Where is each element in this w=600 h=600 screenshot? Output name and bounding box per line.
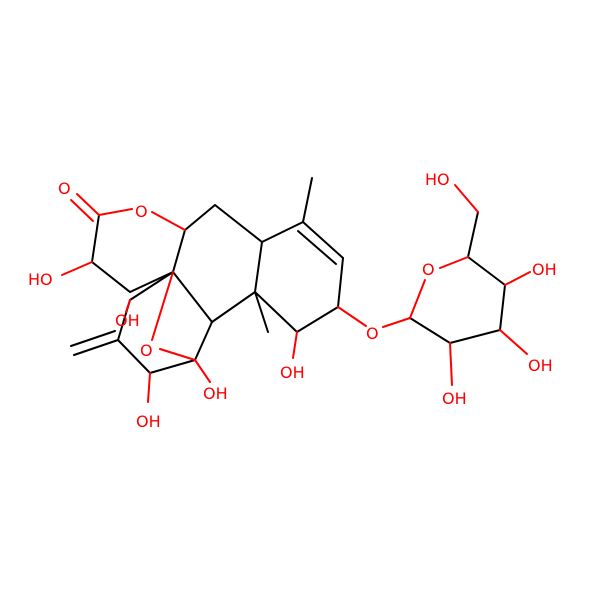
bond xyxy=(129,271,174,293)
atom-label-sugar-oh-c3: OH xyxy=(528,356,553,375)
bond xyxy=(91,261,131,293)
bond xyxy=(449,329,501,344)
bond xyxy=(70,199,94,222)
bond xyxy=(297,230,337,265)
bond xyxy=(151,211,186,231)
atom-label-sugar-oh-c2: OH xyxy=(442,389,467,408)
bond-layer xyxy=(70,177,344,374)
bond xyxy=(409,279,426,319)
heterobond-layer xyxy=(61,193,411,403)
atom-label-lactone-o: O xyxy=(135,202,148,221)
atom-label-ho-left: HO xyxy=(28,270,53,289)
atom-label-carbonyl-o: O xyxy=(58,179,71,198)
bond xyxy=(61,261,93,276)
bond xyxy=(151,271,174,341)
atom-label-oh-bottom-mid: OH xyxy=(203,384,228,403)
atom-label-sugar-ho-ch2: HO xyxy=(425,170,450,189)
bond xyxy=(76,193,100,216)
atom-label-sugar-oh-c4: OH xyxy=(532,260,557,279)
atom-label-sugar-ring-o: O xyxy=(422,260,435,279)
bond xyxy=(184,204,216,231)
bond xyxy=(409,317,451,344)
bond xyxy=(254,291,269,333)
bond xyxy=(261,221,304,243)
atom-label-glycosidic-o: O xyxy=(366,324,379,343)
bond xyxy=(292,331,298,359)
bond xyxy=(499,329,528,355)
bond xyxy=(147,372,151,403)
bond xyxy=(73,339,119,356)
bond xyxy=(382,317,411,328)
bond xyxy=(337,257,344,308)
bond xyxy=(504,271,531,286)
bond xyxy=(159,348,196,361)
bond xyxy=(194,359,211,383)
bond xyxy=(194,321,213,361)
bond xyxy=(302,221,344,259)
bond xyxy=(296,306,339,333)
bond xyxy=(214,204,263,243)
atom-label-oh-ring-c: OH xyxy=(280,363,305,382)
atom-label-ether-o: O xyxy=(140,341,153,360)
atom-labels: O O HO OH O OH OH OH O O HO OH OH OH xyxy=(28,170,557,431)
bond xyxy=(98,208,133,216)
bond xyxy=(337,306,367,327)
bond xyxy=(449,342,453,386)
bond xyxy=(125,299,131,313)
atom-label-oh-bottom-left: OH xyxy=(136,412,161,431)
atom-label-oh-center: OH xyxy=(115,311,140,330)
bond xyxy=(454,184,479,213)
sugar-ring xyxy=(409,184,531,386)
bond xyxy=(70,330,116,347)
bond xyxy=(129,271,174,301)
bond xyxy=(254,241,263,293)
bond xyxy=(302,177,313,223)
bond xyxy=(91,214,100,263)
bond xyxy=(467,211,479,258)
bond xyxy=(254,291,298,333)
bond xyxy=(172,271,213,323)
bond xyxy=(499,284,506,331)
bond xyxy=(149,359,196,374)
bond xyxy=(211,291,256,323)
bond xyxy=(172,229,186,273)
bond xyxy=(439,256,469,269)
bond xyxy=(467,256,506,286)
bond xyxy=(117,339,151,374)
